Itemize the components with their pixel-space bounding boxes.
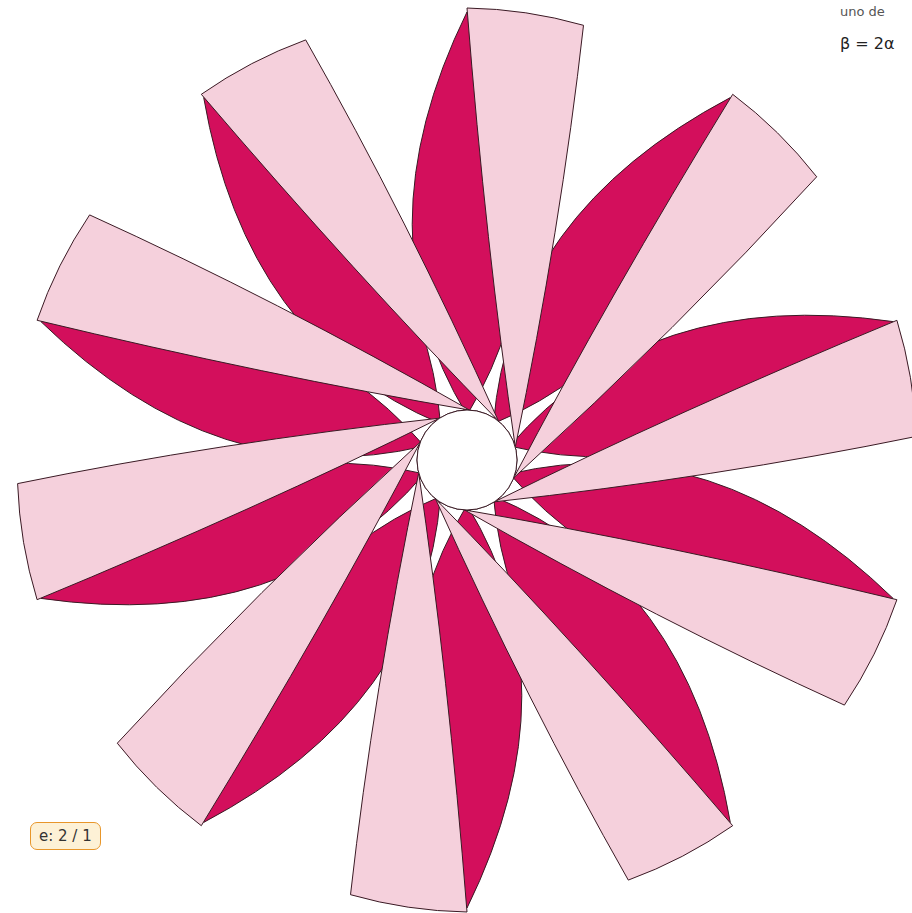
light-blades: [18, 8, 912, 912]
side-note: uno de: [840, 4, 885, 19]
light-blade: [436, 499, 733, 880]
center-hole: [417, 410, 517, 510]
scale-text: e: 2 / 1: [39, 827, 92, 845]
light-blade: [494, 320, 912, 502]
center-circle: [417, 410, 517, 510]
light-blade: [18, 418, 440, 600]
scale-box: e: 2 / 1: [30, 822, 101, 850]
light-blade: [201, 40, 498, 421]
angle-formula: β = 2α: [840, 34, 895, 53]
